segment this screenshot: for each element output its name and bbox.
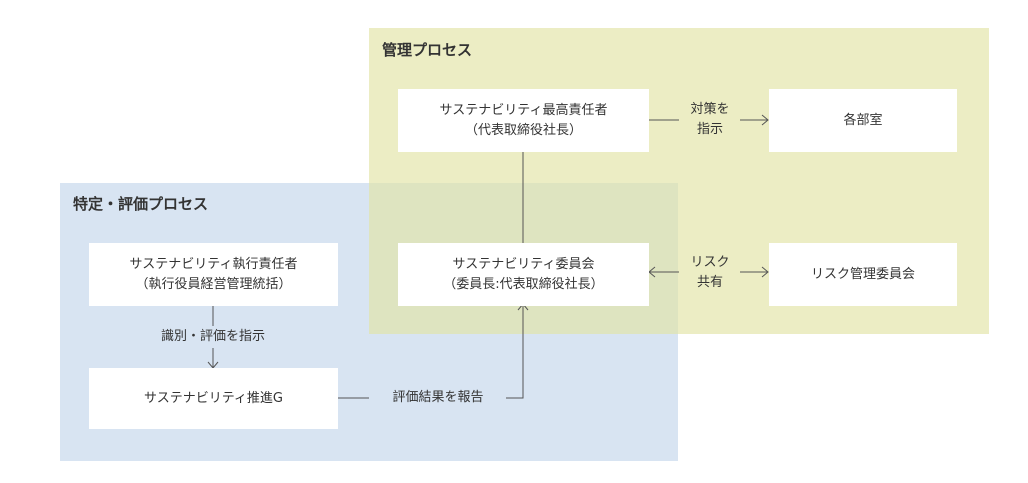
exec-officer-subtitle: （執行役員経営管理統括） — [135, 276, 292, 292]
exec-officer-node: サステナビリティ執行責任者 （執行役員経営管理統括） — [89, 243, 338, 306]
report-results-label: 評価結果を報告 — [392, 390, 484, 405]
instruct-measures-line1: 対策を — [690, 102, 730, 117]
promotion-report-line-right — [506, 304, 524, 399]
departments-node: 各部室 — [769, 89, 957, 152]
instruct-measures-line2: 指示 — [696, 122, 723, 137]
committee-subtitle: （委員長:代表取締役社長） — [443, 276, 604, 292]
cso-subtitle: （代表取締役社長） — [464, 122, 582, 138]
committee-node: サステナビリティ委員会 （委員長:代表取締役社長） — [398, 243, 649, 306]
risk-share-line1: リスク — [690, 255, 730, 270]
cso-title: サステナビリティ最高責任者 — [439, 102, 608, 118]
risk-share-line2: 共有 — [696, 275, 723, 290]
identify-evaluate-instruction-label: 識別・評価を指示 — [160, 329, 265, 344]
management-process-title: 管理プロセス — [382, 41, 473, 59]
risk-share-arrowhead-left — [648, 266, 656, 278]
departments-title: 各部室 — [843, 112, 883, 128]
promotion-group-node: サステナビリティ推進G — [89, 368, 338, 429]
committee-title: サステナビリティ委員会 — [452, 256, 595, 272]
risk-share-arrowhead-right — [761, 266, 769, 278]
cso-node: サステナビリティ最高責任者 （代表取締役社長） — [398, 89, 649, 152]
identification-process-title: 特定・評価プロセス — [73, 195, 209, 213]
cso-departments-arrowhead — [761, 114, 769, 126]
exec-officer-title: サステナビリティ執行責任者 — [129, 256, 298, 272]
instruct-measures-label: 対策を 指示 — [680, 100, 740, 140]
promotion-group-title: サステナビリティ推進G — [143, 390, 284, 406]
risk-committee-node: リスク管理委員会 — [769, 243, 957, 306]
risk-committee-title: リスク管理委員会 — [810, 266, 915, 282]
risk-share-label: リスク 共有 — [680, 253, 740, 293]
